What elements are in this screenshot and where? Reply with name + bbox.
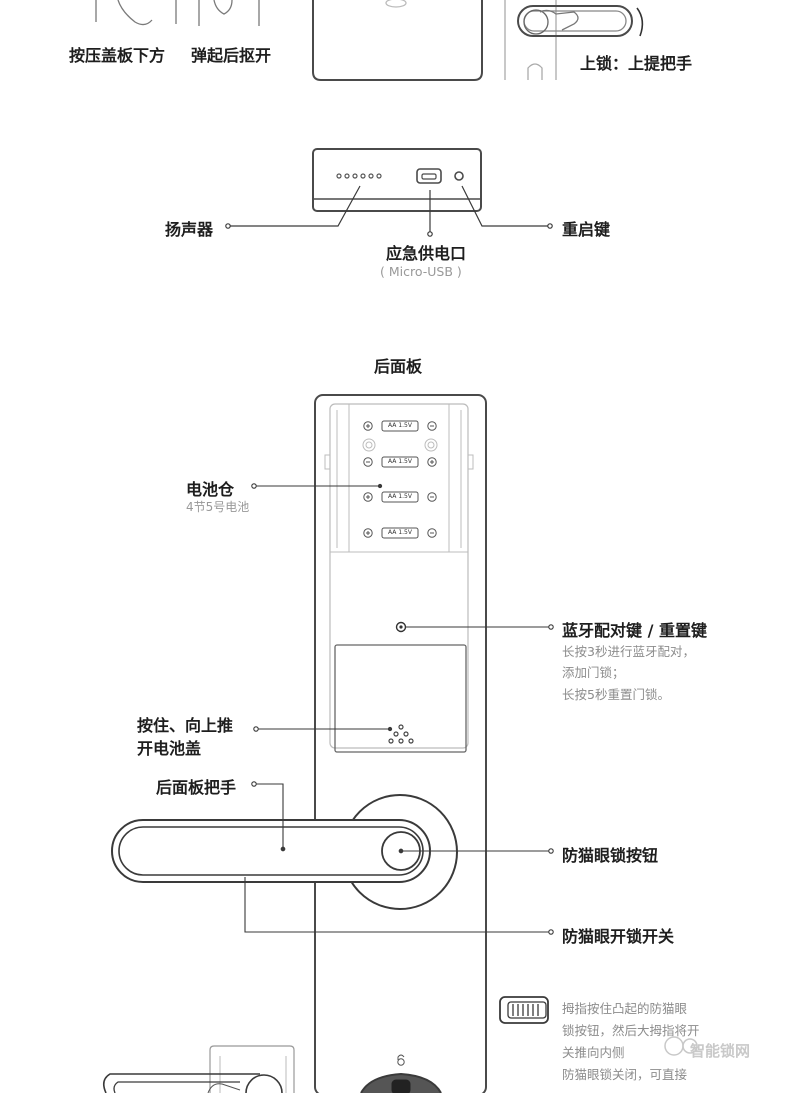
peephole-switch-label: 防猫眼开锁开关 [562,927,675,946]
battery-cell-label: AA 1.5V [388,458,412,465]
watermark-text: 智能锁网 [690,1042,751,1060]
rear-leaders [244,483,554,935]
slider-switch-icon [499,996,549,1024]
bluetooth-key-label: 蓝牙配对键 / 重置键 [562,621,707,640]
battery-cell-label: AA 1.5V [388,422,412,429]
cover-label-2: 开电池盖 [137,739,202,758]
battery-cell-label: AA 1.5V [388,529,412,536]
bottom-note-2: 锁按钮，然后大拇指将开 [562,1023,700,1038]
bluetooth-note-2: 添加门锁； [562,665,625,680]
step1-label: 按压盖板下方 [69,46,166,65]
rear-panel-title: 后面板 [374,357,423,376]
emergency-port-sublabel: ( Micro-USB ) [380,264,462,279]
handle-label: 后面板把手 [156,778,237,797]
bottom-note-4: 防猫眼锁关闭，可直接 [562,1067,688,1082]
cover-label-1: 按住、向上推 [137,716,234,735]
top-illustrations [95,0,644,81]
reset-key-label: 重启键 [562,220,611,239]
battery-sublabel: 4节5号电池 [186,500,250,514]
bottom-note-3: 关推向内侧 [562,1045,625,1060]
power-box [312,148,482,212]
step2-label: 弹起后抠开 [191,46,272,65]
emergency-port-label: 应急供电口 [386,244,467,263]
bottom-note-1: 拇指按住凸起的防猫眼 [562,1001,688,1016]
battery-label: 电池仓 [186,480,235,499]
bluetooth-note-3: 长按5秒重置门锁。 [562,687,670,702]
power-leaders [225,185,553,237]
battery-cell-label: AA 1.5V [388,493,412,500]
speaker-label: 扬声器 [165,220,214,239]
bluetooth-note-1: 长按3秒进行蓝牙配对， [562,644,695,659]
step3-label: 上锁：上提把手 [580,54,693,73]
peephole-button-label: 防猫眼锁按钮 [562,846,659,865]
watermark-logo [664,1036,698,1056]
